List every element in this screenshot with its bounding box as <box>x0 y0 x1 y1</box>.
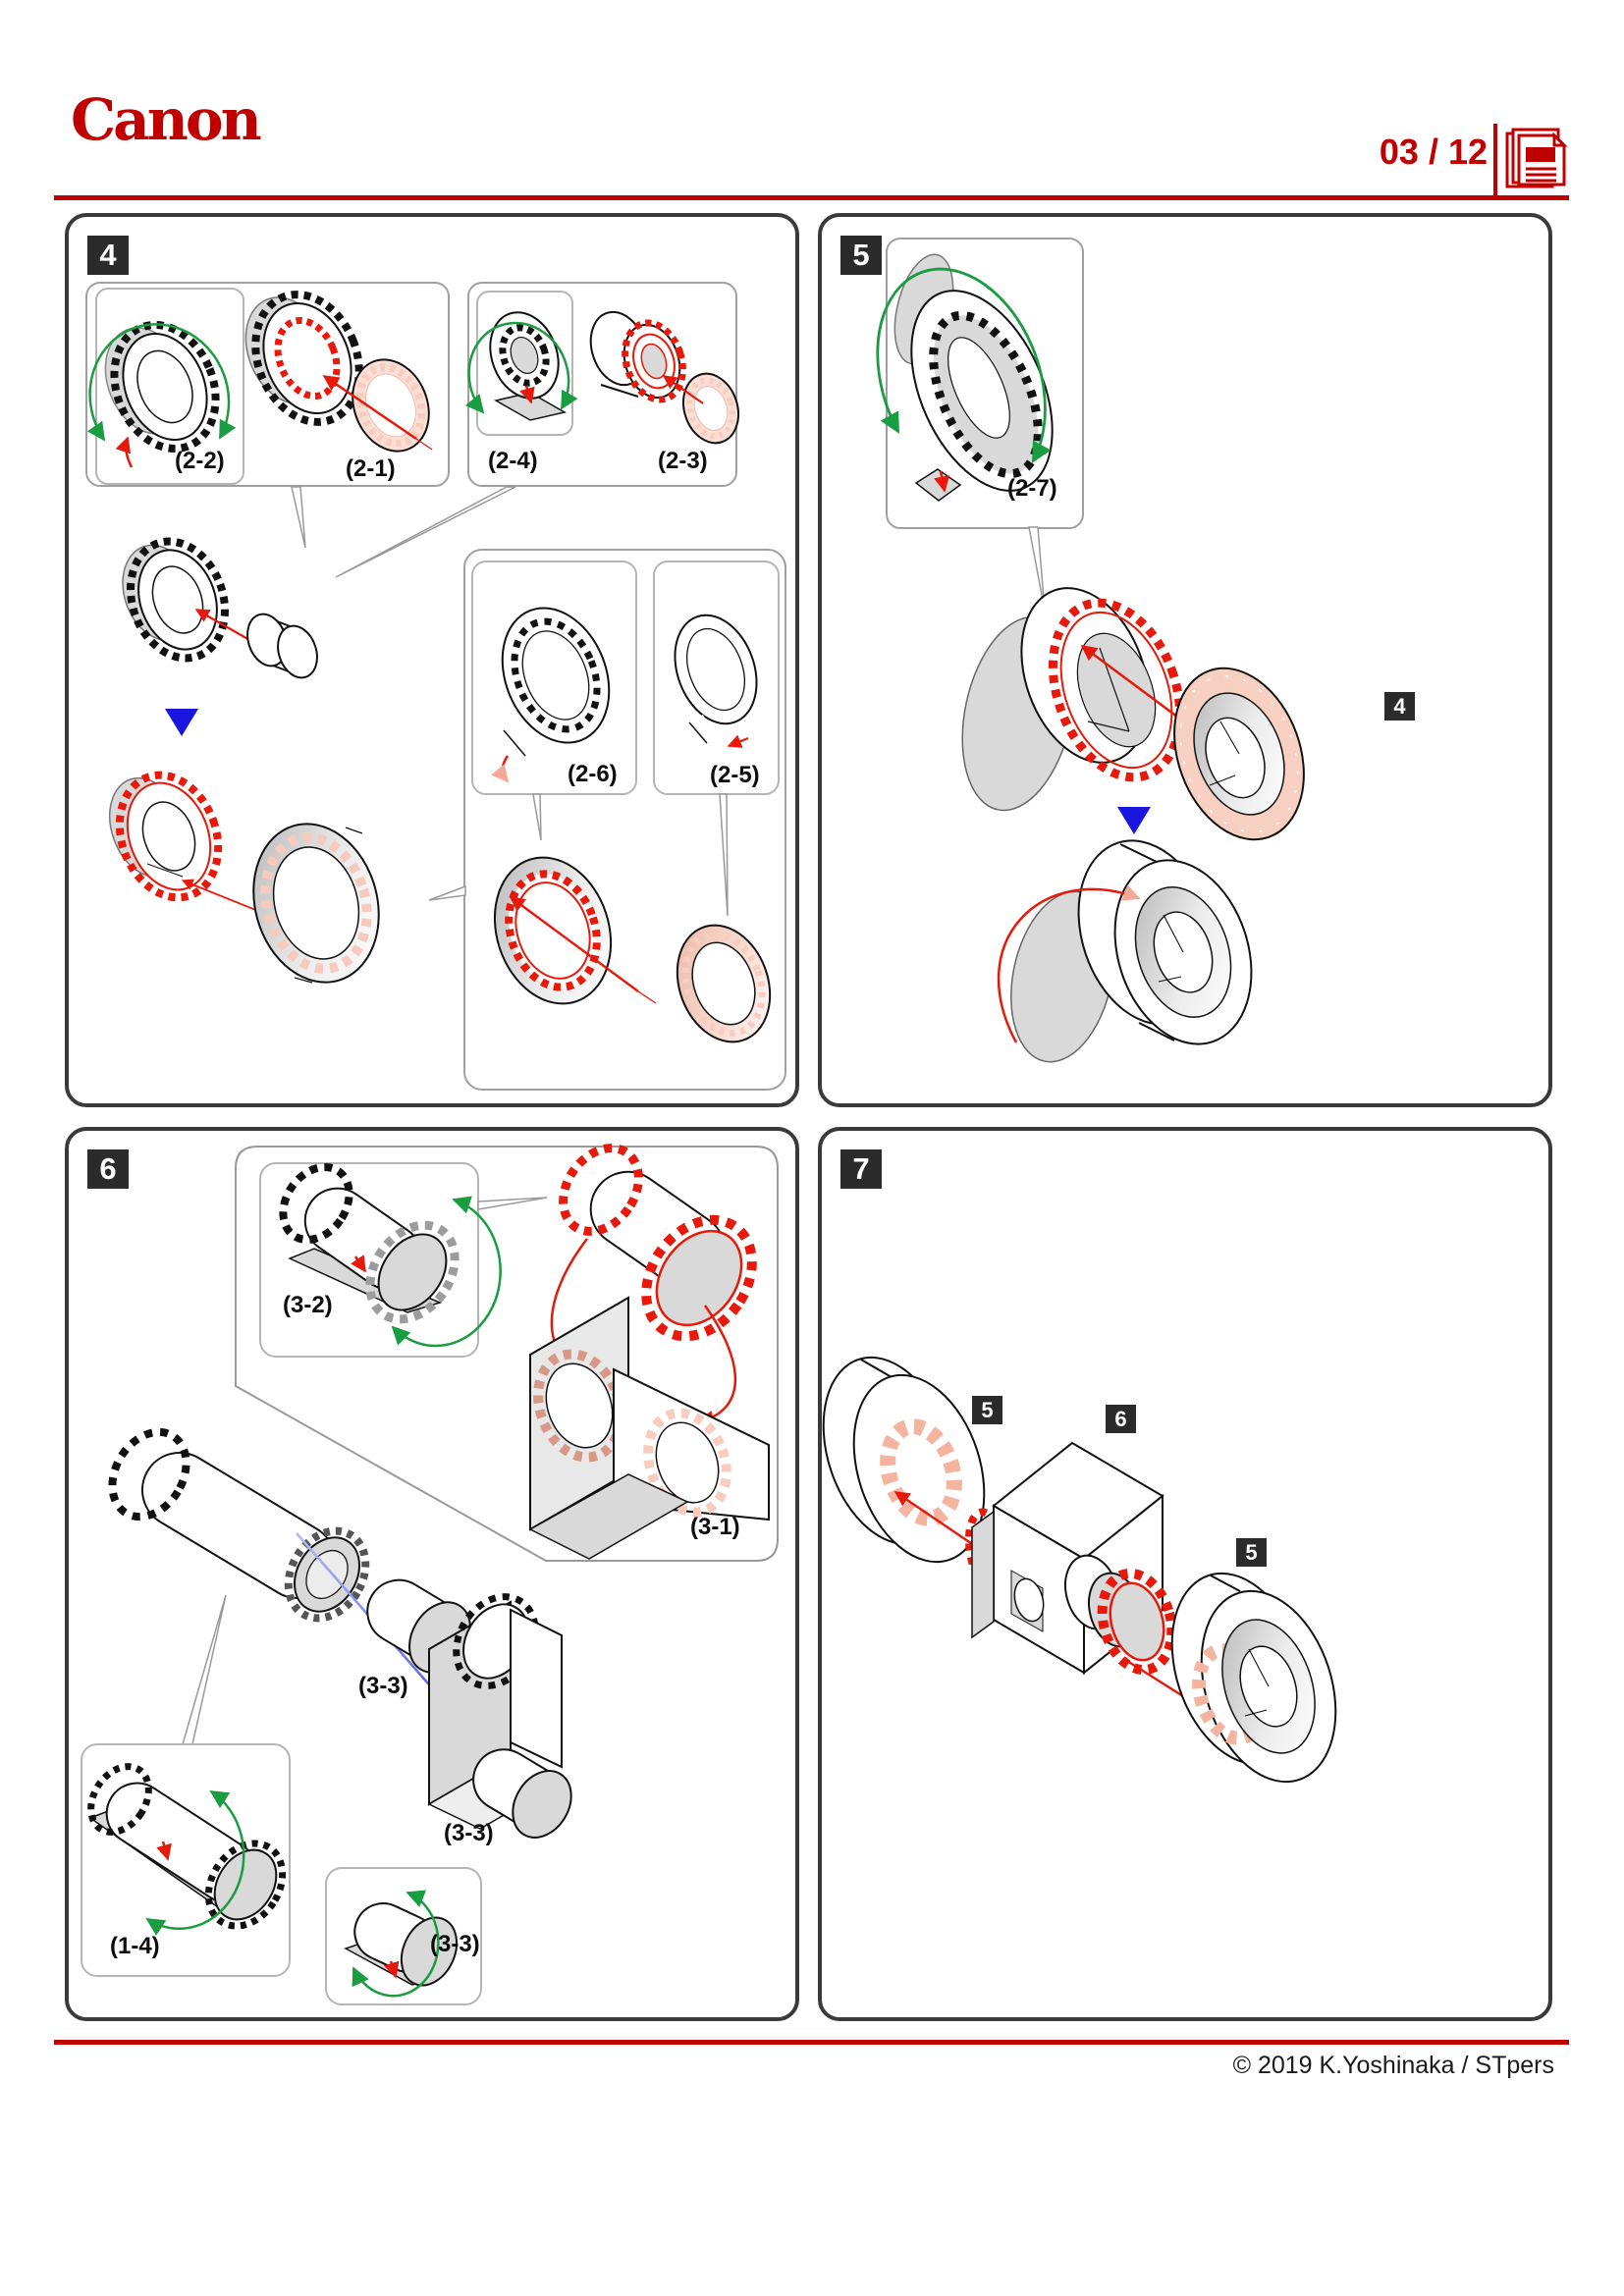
step-badge-5: 5 <box>840 236 882 275</box>
copyright-text: © 2019 K.Yoshinaka / STpers <box>1232 2052 1554 2079</box>
gear-and-peg-art <box>122 537 318 679</box>
step5-assembled-art <box>997 839 1253 1063</box>
red-ring-art <box>493 856 657 1005</box>
step-badge-7: 7 <box>840 1149 882 1189</box>
part-label-3-3-lower: (3-3) <box>444 1820 494 1846</box>
panel6-art <box>81 1144 779 2005</box>
panel-step-4 <box>65 213 799 1107</box>
part-label-3-2: (3-2) <box>283 1292 333 1318</box>
small-cylinder-art <box>366 1578 471 1674</box>
right-wheel-art <box>1170 1572 1337 1784</box>
step-badge-6: 6 <box>87 1149 129 1189</box>
pink-ring-art <box>676 924 772 1043</box>
gear-3-2-art <box>279 1162 502 1348</box>
ref-badge-5-left: 5 <box>972 1396 1002 1424</box>
gear-2-3-art <box>589 310 739 445</box>
ref-badge-5-right: 5 <box>1236 1538 1267 1567</box>
part-label-2-1: (2-1) <box>346 455 396 482</box>
step-badge-4: 4 <box>87 236 129 275</box>
part-label-2-6: (2-6) <box>568 761 618 787</box>
part-label-2-3: (2-3) <box>658 448 708 474</box>
footer-rule <box>54 2040 1569 2045</box>
next-step-triangle <box>1117 807 1151 834</box>
gear-2-1-art <box>244 291 433 453</box>
panel-step-6 <box>65 1127 799 2021</box>
cylinder-3-3-inset-art <box>344 1890 459 1998</box>
panel-step-5 <box>818 213 1552 1107</box>
gear-box-art <box>964 1441 1222 1722</box>
cylinder-1-4-art <box>87 1763 287 1937</box>
pages-icon <box>1505 128 1568 188</box>
canon-logo: Canon <box>71 86 262 153</box>
long-cylinder-art <box>108 1427 370 1623</box>
header-rule <box>54 195 1569 200</box>
ref-badge-4: 4 <box>1384 692 1415 721</box>
red-gear-cylinder-art <box>550 1144 757 1426</box>
part-label-3-3-inset: (3-3) <box>430 1931 480 1957</box>
header-divider <box>1493 124 1497 199</box>
panel5-art <box>876 238 1305 1063</box>
panel4-art <box>85 282 786 1091</box>
step5-explode-art <box>961 587 1305 841</box>
red-gear-assembly-art <box>109 771 380 984</box>
part-label-2-2: (2-2) <box>175 448 225 474</box>
panel7-art <box>822 1356 1337 1784</box>
part-label-2-4: (2-4) <box>488 448 538 474</box>
gear-2-4-art <box>464 311 578 421</box>
ref-badge-6: 6 <box>1106 1405 1136 1433</box>
ring-2-6-art <box>491 607 611 783</box>
part-label-2-7: (2-7) <box>1007 475 1057 502</box>
next-step-triangle <box>165 709 198 736</box>
ring-2-5-art <box>674 614 758 750</box>
part-label-3-3-mid: (3-3) <box>358 1673 408 1699</box>
gear-2-2-art <box>86 320 237 468</box>
left-wheel-art <box>822 1356 991 1564</box>
part-label-3-1: (3-1) <box>690 1514 740 1540</box>
gear-2-7-art <box>876 253 1054 502</box>
bracket-lower-art <box>427 1593 572 1839</box>
panel-step-7 <box>818 1127 1552 2021</box>
part-label-1-4: (1-4) <box>110 1933 160 1959</box>
page-number: 03 / 12 <box>1379 132 1488 172</box>
part-label-2-5: (2-5) <box>710 762 760 788</box>
bracket-3-1-art <box>528 1296 770 1560</box>
